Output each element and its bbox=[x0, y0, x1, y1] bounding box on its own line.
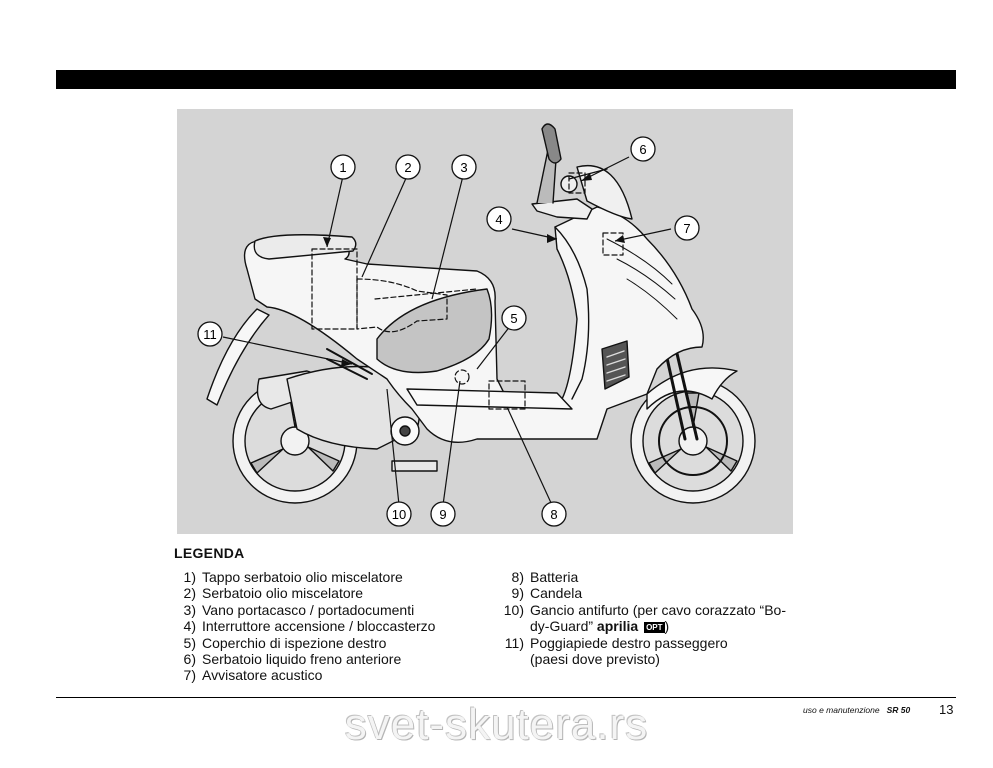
legend-item: 9) Candela bbox=[498, 585, 818, 601]
footer-section: uso e manutenzione SR 50 bbox=[803, 705, 910, 715]
legend-number: 2) bbox=[183, 585, 196, 602]
legend-text: Coperchio di ispezione destro bbox=[202, 634, 387, 651]
legend-item: 7) Avvisatore acustico bbox=[174, 667, 494, 683]
scooter-illustration: 1 2 3 4 5 6 7 8 9 10 11 bbox=[197, 123, 756, 527]
callout-9: 9 bbox=[439, 507, 446, 522]
legend-number: 9) bbox=[511, 585, 524, 602]
opt-badge: OPT bbox=[644, 622, 665, 634]
callout-7: 7 bbox=[683, 221, 690, 236]
legend-number: 8) bbox=[511, 569, 524, 585]
legend-item: 5) Coperchio di ispezione destro bbox=[174, 635, 494, 651]
legend-text: Vano portacasco / portadocumenti bbox=[202, 601, 415, 618]
legend-number: 5) bbox=[183, 634, 196, 651]
legend-text: Avvisatore acustico bbox=[202, 667, 323, 684]
legend-text: Batteria bbox=[530, 569, 579, 585]
page-number: 13 bbox=[939, 702, 954, 717]
header-bar bbox=[56, 70, 956, 89]
legend-item: 4) Interruttore accensione / bloccasterz… bbox=[174, 618, 494, 634]
legend-item: 2) Serbatoio olio miscelatore bbox=[174, 585, 494, 601]
callout-1: 1 bbox=[339, 160, 346, 175]
legend-number: 4) bbox=[183, 618, 196, 635]
legend-item: 10) Gancio antifurto (per cavo corazzato… bbox=[498, 602, 818, 635]
callout-11: 11 bbox=[203, 327, 217, 342]
legend-number: 7) bbox=[183, 667, 196, 684]
legend-number: 10) bbox=[503, 601, 524, 618]
legend-item: 3) Vano portacasco / portadocumenti bbox=[174, 602, 494, 618]
legend-text-continued: (paesi dove previsto) bbox=[530, 651, 660, 668]
legend-text-close: ) bbox=[664, 618, 670, 635]
legend-list-left: 1) Tappo serbatoio olio miscelatore 2) S… bbox=[174, 569, 494, 684]
callout-6: 6 bbox=[639, 142, 646, 157]
footer-section-title: uso e manutenzione bbox=[803, 705, 880, 715]
legend-text-continued: dy-Guard” bbox=[530, 618, 594, 635]
callout-3: 3 bbox=[460, 160, 467, 175]
scooter-diagram: 1 2 3 4 5 6 7 8 9 10 11 bbox=[177, 109, 793, 534]
callout-5: 5 bbox=[510, 311, 517, 326]
legend-text-block: Gancio antifurto (per cavo corazzato “Bo… bbox=[530, 602, 818, 635]
legend-text: Serbatoio liquido freno anteriore bbox=[202, 651, 402, 668]
callout-10: 10 bbox=[392, 507, 406, 522]
legend-item: 1) Tappo serbatoio olio miscelatore bbox=[174, 569, 494, 585]
footer-model: SR 50 bbox=[886, 705, 911, 715]
legend-number: 1) bbox=[183, 569, 196, 585]
legend-title: LEGENDA bbox=[174, 545, 245, 561]
legend-text: Serbatoio olio miscelatore bbox=[202, 585, 364, 602]
front-wheel bbox=[630, 378, 756, 504]
callout-8: 8 bbox=[550, 507, 557, 522]
legend-number: 11) bbox=[504, 634, 524, 651]
legend-item: 8) Batteria bbox=[498, 569, 818, 585]
legend-number: 3) bbox=[183, 601, 196, 618]
legend-text: Gancio antifurto (per cavo corazzato “Bo… bbox=[530, 601, 787, 618]
legend-item: 11) Poggiapiede destro passeggero (paesi… bbox=[498, 635, 818, 668]
callout-2: 2 bbox=[404, 160, 411, 175]
watermark: svet-skutera.rs bbox=[344, 700, 649, 749]
callout-4: 4 bbox=[495, 212, 502, 227]
legend-text: Interruttore accensione / bloccasterzo bbox=[202, 618, 436, 635]
footer-rule bbox=[56, 697, 956, 698]
legend-text: Poggiapiede destro passeggero bbox=[530, 634, 728, 651]
legend-text: Tappo serbatoio olio miscelatore bbox=[202, 569, 403, 585]
legend-item: 6) Serbatoio liquido freno anteriore bbox=[174, 651, 494, 667]
legend-text-block: Poggiapiede destro passeggero (paesi dov… bbox=[530, 635, 818, 668]
legend-text: Candela bbox=[530, 585, 583, 602]
legend-list-right: 8) Batteria 9) Candela 10) Gancio antifu… bbox=[498, 569, 818, 667]
brand-name: aprilia bbox=[596, 618, 639, 635]
legend-number: 6) bbox=[183, 651, 196, 668]
